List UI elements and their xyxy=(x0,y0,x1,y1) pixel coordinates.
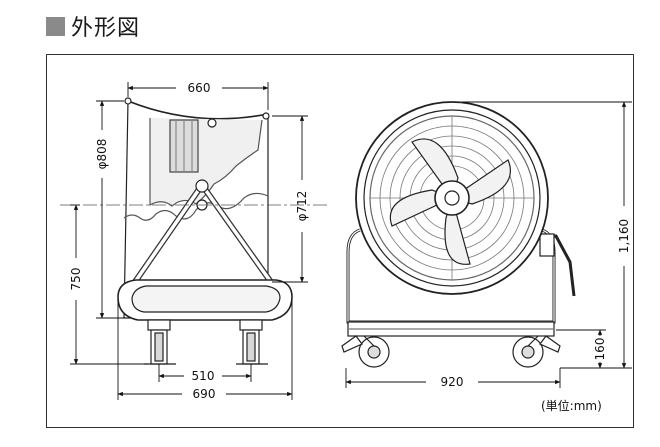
dim-diameter-inner: φ712 xyxy=(295,191,309,222)
front-view-dimensions xyxy=(345,101,632,388)
front-view xyxy=(341,101,576,368)
heading-square-icon xyxy=(46,16,65,36)
unit-note: (単位:mm) xyxy=(541,399,602,413)
section-heading: 外形図 xyxy=(46,10,140,42)
dim-height-total: 1,160 xyxy=(617,219,631,253)
heading-title: 外形図 xyxy=(71,16,141,41)
dim-base-height: 160 xyxy=(593,338,607,361)
dim-caster-spacing: 510 xyxy=(192,369,215,383)
dim-height-side: 750 xyxy=(69,268,83,291)
side-view-dimensions xyxy=(70,82,308,400)
dim-width-bottom: 690 xyxy=(193,387,216,401)
dim-diameter-outer: φ808 xyxy=(95,139,109,170)
drawing-frame xyxy=(46,54,634,428)
dim-width-top: 660 xyxy=(188,81,211,95)
dim-width-front: 920 xyxy=(441,375,464,389)
side-view xyxy=(60,97,330,365)
